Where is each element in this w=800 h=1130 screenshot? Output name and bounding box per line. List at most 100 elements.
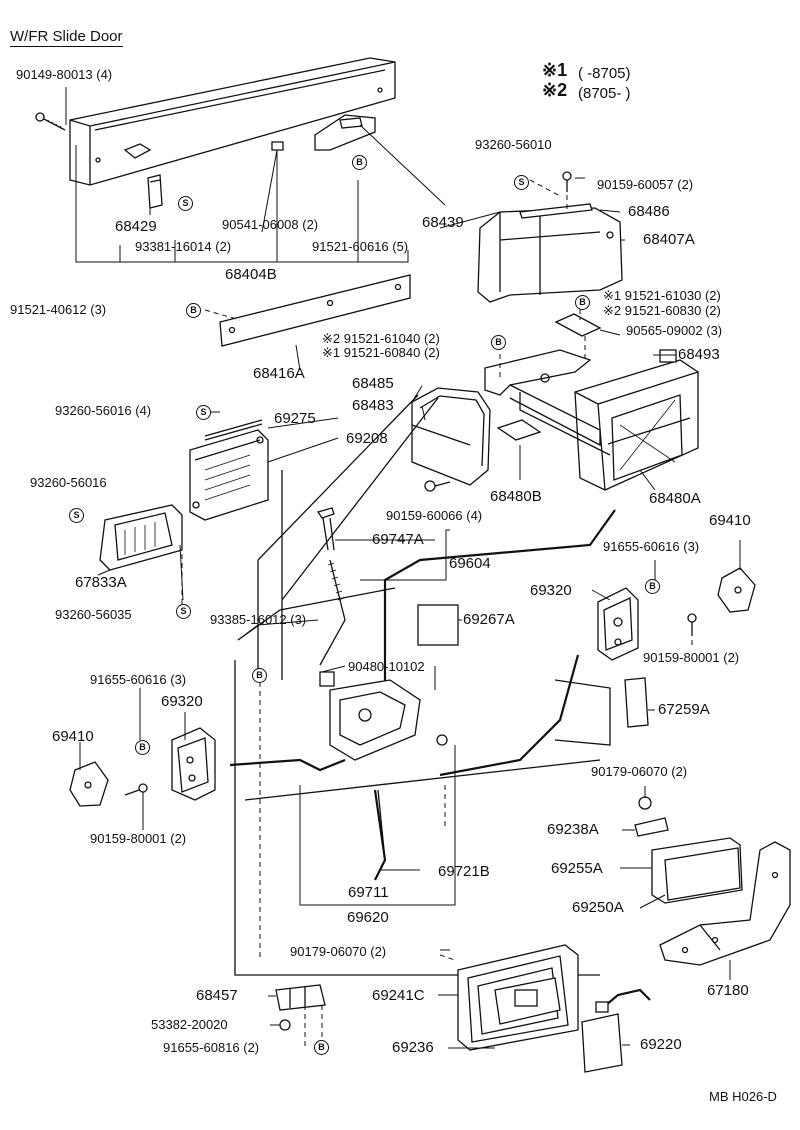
plate-68416A xyxy=(219,274,411,347)
callout-69410-right: 69410 xyxy=(709,512,751,529)
callout-69721B: 69721B xyxy=(438,863,490,880)
callout-93385-16012: 93385-16012 (3) xyxy=(210,612,307,627)
callout-68485: 68485 xyxy=(352,375,394,392)
screw-90159-80001-left xyxy=(124,783,148,796)
lock-69320-left xyxy=(171,727,216,801)
screw-90159-60066 xyxy=(424,480,451,492)
b-badge: B xyxy=(352,155,367,170)
striker-69410-right xyxy=(717,567,756,613)
plate-68493 xyxy=(659,349,677,363)
callout-53382-20020: 53382-20020 xyxy=(151,1017,228,1032)
callout-69238A: 69238A xyxy=(547,821,599,838)
cover-69250A xyxy=(664,847,741,901)
b-badge: B xyxy=(186,303,201,318)
callout-68416A: 68416A xyxy=(253,365,305,382)
b-badge: B xyxy=(252,668,267,683)
callout-68429: 68429 xyxy=(115,218,157,235)
b-badge: B xyxy=(645,579,660,594)
callout-68486: 68486 xyxy=(628,203,670,220)
callout-69241C: 69241C xyxy=(372,987,425,1004)
callout-69711: 69711 xyxy=(348,884,389,901)
link-68480B-arm xyxy=(484,349,611,456)
bracket-68480B xyxy=(496,419,542,441)
pad-69267A xyxy=(417,604,459,646)
bracket-68439 xyxy=(271,114,376,151)
callout-69267A: 69267A xyxy=(463,611,515,628)
callout-90159-60057: 90159-60057 (2) xyxy=(597,177,694,192)
handle-69236 xyxy=(494,977,561,1025)
b-badge: B xyxy=(491,335,506,350)
callout-90159-80001-right: 90159-80001 (2) xyxy=(643,650,740,665)
callout-69747A: 69747A xyxy=(372,531,424,548)
callout-91521-60830: ※2 91521-60830 (2) xyxy=(603,303,721,318)
callout-90480-10102: 90480-10102 xyxy=(348,659,425,674)
callout-69275: 69275 xyxy=(274,410,316,427)
s-badge: S xyxy=(196,405,211,420)
callout-90179-06070-a: 90179-06070 (2) xyxy=(591,764,688,779)
bracket-67180 xyxy=(659,841,791,966)
callout-90149-80013: 90149-80013 (4) xyxy=(16,67,113,82)
rod-69275 xyxy=(204,419,263,441)
note-2-mark: ※2 xyxy=(542,80,568,100)
callout-69620: 69620 xyxy=(347,909,389,926)
b-badge: B xyxy=(314,1040,329,1055)
screw-90159-60057 xyxy=(562,171,572,192)
callout-68457: 68457 xyxy=(196,987,238,1004)
callout-90179-06070-b: 90179-06070 (2) xyxy=(290,944,387,959)
callout-69236: 69236 xyxy=(392,1039,434,1056)
callout-90159-80001-left: 90159-80001 (2) xyxy=(90,831,187,846)
rod-69711 xyxy=(377,789,386,861)
b-badge: B xyxy=(135,740,150,755)
pad-67259A xyxy=(624,677,649,728)
callout-91655-60616-right: 91655-60616 (3) xyxy=(603,539,700,554)
rod-69747A xyxy=(316,507,335,551)
callout-67180: 67180 xyxy=(707,982,749,999)
callout-93260-56035: 93260-56035 xyxy=(55,607,132,622)
s-badge: S xyxy=(176,604,191,619)
note-1-range: ( -8705) xyxy=(578,65,631,82)
callout-68407A: 68407A xyxy=(643,231,695,248)
callout-90159-60066: 90159-60066 (4) xyxy=(386,508,483,523)
callout-90541-06008: 90541-06008 (2) xyxy=(222,217,319,232)
hinge-68457 xyxy=(275,984,326,1011)
callout-69220: 69220 xyxy=(640,1036,682,1053)
callout-68404B: 68404B xyxy=(225,266,277,283)
nut-90179-06070 xyxy=(638,796,652,810)
cover-67833A xyxy=(99,504,183,571)
callout-67833A: 67833A xyxy=(75,574,127,591)
door-panel-outline xyxy=(234,394,611,976)
s-badge: S xyxy=(178,196,193,211)
note-1-mark: ※1 xyxy=(542,60,568,80)
callout-93260-56016-b: 93260-56016 xyxy=(30,475,107,490)
callout-90565-09002: 90565-09002 (3) xyxy=(626,323,723,338)
b-badge: B xyxy=(575,295,590,310)
callout-93260-56010: 93260-56010 xyxy=(475,137,552,152)
callout-93381-16014: 93381-16014 (2) xyxy=(135,239,232,254)
upper-rail-68404B xyxy=(69,57,396,186)
cover-68407A xyxy=(477,207,623,303)
callout-93260-56016-a: 93260-56016 (4) xyxy=(55,403,152,418)
bolt-90149 xyxy=(35,112,66,131)
s-badge: S xyxy=(69,508,84,523)
callout-91521-40612: 91521-40612 (3) xyxy=(10,302,107,317)
base-68480A xyxy=(574,359,699,491)
callout-69320-right: 69320 xyxy=(530,582,572,599)
callout-91521-60616: 91521-60616 (5) xyxy=(312,239,409,254)
diagram-code: MB H026-D xyxy=(709,1089,777,1104)
cover-68483 xyxy=(411,387,491,486)
striker-69410-left xyxy=(69,761,109,807)
callout-69255A: 69255A xyxy=(551,860,603,877)
callout-91655-60816: 91655-60816 (2) xyxy=(163,1040,260,1055)
callout-68483: 68483 xyxy=(352,397,394,414)
callout-91521-61040: ※2 91521-61040 (2) xyxy=(322,331,440,346)
callout-91655-60616-left: 91655-60616 (3) xyxy=(90,672,187,687)
callout-91521-61030: ※1 91521-61030 (2) xyxy=(603,288,721,303)
s-badge: S xyxy=(514,175,529,190)
lock-69220 xyxy=(581,988,651,1073)
diagram-title: W/FR Slide Door xyxy=(10,28,123,47)
rear-lock-69320 xyxy=(597,587,639,661)
note-2-range: (8705- ) xyxy=(578,85,631,102)
callout-68480A: 68480A xyxy=(649,490,701,507)
callout-67259A: 67259A xyxy=(658,701,710,718)
